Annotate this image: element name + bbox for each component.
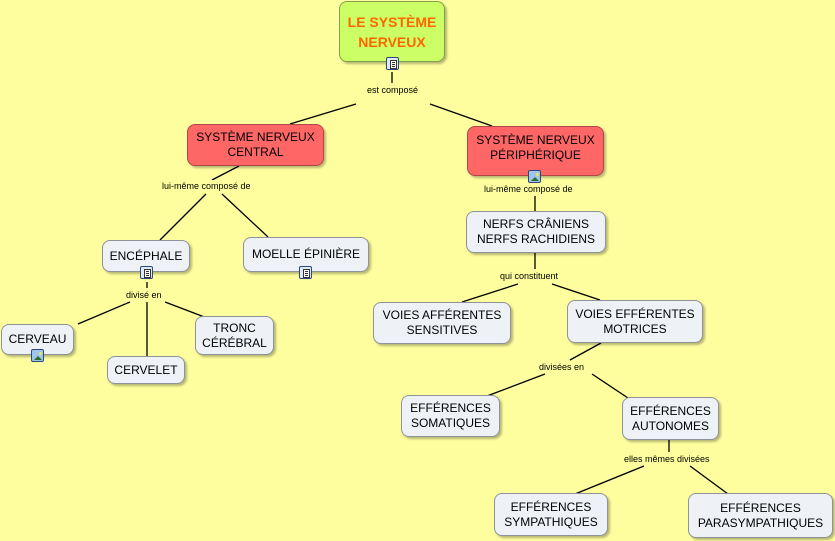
connector	[574, 465, 645, 495]
node-efferences-autonomes[interactable]: EFFÉRENCES AUTONOMES	[622, 397, 719, 440]
node-nerfs[interactable]: NERFS CRÂNIENS NERFS RACHIDIENS	[466, 211, 606, 253]
node-label: CERVELET	[114, 362, 178, 377]
link-label-qui-constituent[interactable]: qui constituent	[498, 270, 561, 282]
node-efferences-parasympathiques[interactable]: EFFÉRENCES PARASYMPATHIQUES	[688, 493, 833, 538]
document-icon[interactable]	[386, 57, 399, 70]
connector	[221, 193, 269, 238]
link-label-divisees-en[interactable]: divisées en	[537, 361, 587, 373]
connector	[569, 342, 602, 361]
link-label-lui-meme-compose-peripherique[interactable]: lui-même composé de	[482, 183, 575, 195]
node-label: ENCÉPHALE	[109, 248, 183, 263]
image-icon[interactable]	[528, 170, 541, 183]
node-systeme-nerveux[interactable]: LE SYSTÈME NERVEUX	[339, 1, 445, 62]
connector	[77, 301, 131, 325]
document-icon[interactable]	[140, 266, 153, 279]
node-voies-afferentes[interactable]: VOIES AFFÉRENTES SENSITIVES	[373, 302, 511, 344]
connector	[211, 165, 240, 181]
node-label: CERVEAU	[8, 332, 67, 346]
link-label-divise-en[interactable]: divisé en	[124, 289, 164, 301]
node-label: MOELLE ÉPINIÈRE	[251, 247, 361, 261]
connector	[289, 103, 357, 125]
document-icon[interactable]	[299, 266, 312, 279]
node-efferences-somatiques[interactable]: EFFÉRENCES SOMATIQUES	[401, 395, 500, 437]
node-label: EFFÉRENCES AUTONOMES	[630, 403, 711, 433]
connector	[164, 301, 208, 319]
link-label-est-compose[interactable]: est composé	[365, 84, 421, 96]
node-label: SYSTÈME NERVEUX PÉRIPHÉRIQUE	[476, 133, 595, 162]
node-voies-efferentes[interactable]: VOIES EFFÉRENTES MOTRICES	[567, 300, 703, 343]
node-tronc-cerebral[interactable]: TRONC CÉRÉBRAL	[195, 316, 274, 355]
node-systeme-nerveux-peripherique[interactable]: SYSTÈME NERVEUX PÉRIPHÉRIQUE	[467, 126, 604, 176]
link-label-elles-memes-divisees[interactable]: elles mêmes divisées	[622, 453, 712, 465]
link-label-lui-meme-compose-central[interactable]: lui-même composé de	[160, 180, 253, 192]
node-label: LE SYSTÈME NERVEUX	[347, 13, 437, 50]
connector	[461, 283, 519, 303]
node-systeme-nerveux-central[interactable]: SYSTÈME NERVEUX CENTRAL	[187, 124, 324, 166]
connector	[429, 103, 493, 127]
node-label: SYSTÈME NERVEUX CENTRAL	[196, 130, 315, 159]
node-label: NERFS CRÂNIENS NERFS RACHIDIENS	[476, 217, 595, 246]
image-icon[interactable]	[31, 349, 44, 362]
connector	[486, 373, 546, 397]
connector	[159, 193, 207, 241]
node-label: EFFÉRENCES PARASYMPATHIQUES	[697, 500, 824, 530]
node-label: VOIES EFFÉRENTES MOTRICES	[575, 306, 695, 336]
node-label: TRONC CÉRÉBRAL	[202, 320, 267, 350]
node-label: EFFÉRENCES SOMATIQUES	[410, 401, 491, 430]
node-cervelet[interactable]: CERVELET	[107, 356, 185, 384]
connector	[551, 283, 601, 301]
node-label: EFFÉRENCES SYMPATHIQUES	[504, 499, 598, 529]
node-efferences-sympathiques[interactable]: EFFÉRENCES SYMPATHIQUES	[494, 493, 608, 536]
connector	[591, 373, 629, 399]
connector	[689, 465, 729, 495]
node-label: VOIES AFFÉRENTES SENSITIVES	[382, 308, 502, 337]
